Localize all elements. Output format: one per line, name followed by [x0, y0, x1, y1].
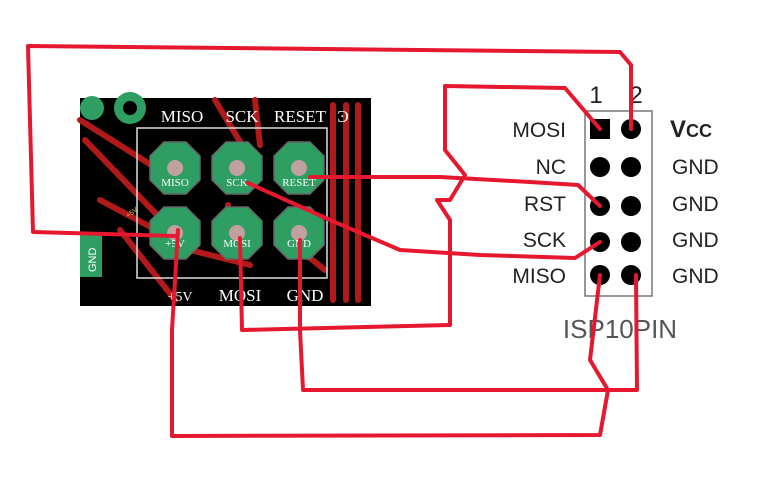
wires — [26, 44, 639, 438]
pcb-label-top-clipped: Ͽ — [337, 107, 348, 126]
pcb-label-top-reset: RESET — [274, 107, 327, 126]
pcb-copper-blob — [80, 96, 104, 120]
pcb-pad-label-mosi: MOSI — [223, 238, 251, 250]
pcb-copper-blob — [123, 101, 137, 115]
wire-mosi — [238, 84, 602, 332]
pcb-board: GND +5V MISO SCK RESET Ͽ MISO SCK RESET … — [77, 92, 371, 306]
pcb-trace — [252, 97, 263, 148]
pcb-header-outline — [136, 127, 328, 279]
pcb-side-gnd-pad — [80, 235, 102, 277]
isp-connector-name: ISP10PIN — [563, 314, 677, 344]
pcb-pad-hole — [229, 160, 245, 176]
isp-label-gnd-2: GND — [672, 193, 719, 216]
isp-label-mosi: MOSI — [512, 119, 566, 142]
pcb-label-top-sck: SCK — [225, 107, 259, 126]
wire-miso — [170, 228, 610, 438]
pcb-pad-label-miso: MISO — [161, 177, 189, 189]
isp-pin — [621, 196, 641, 216]
isp-label-vcc-main: V — [670, 116, 686, 143]
isp-pin — [621, 232, 641, 252]
wire-vcc — [26, 44, 633, 238]
isp-pin — [621, 157, 641, 177]
isp-label-sck: SCK — [523, 229, 566, 252]
pcb-trace — [82, 137, 163, 221]
isp-label-gnd-1: GND — [672, 156, 719, 179]
wire-reset — [308, 175, 602, 208]
pcb-pad-hole — [291, 160, 307, 176]
pcb-label-top-miso: MISO — [161, 107, 204, 126]
isp-label-vcc: VCC — [670, 116, 712, 143]
isp-label-rst: RST — [524, 193, 566, 216]
isp-label-gnd-4: GND — [672, 265, 719, 288]
isp-label-miso: MISO — [512, 265, 566, 288]
pin-number-1: 1 — [589, 82, 602, 109]
wire-gnd — [298, 238, 639, 392]
pcb-label-bottom-5v: +5V — [167, 290, 192, 305]
wire-sck — [246, 181, 602, 260]
isp-connector: 1 2 MOSI NC RST SCK MISO VCC GND GND GND… — [512, 82, 718, 344]
isp-label-vcc-sub: CC — [686, 121, 712, 141]
pcb-pad-label-5v: +5V — [165, 238, 185, 250]
pcb-trace — [117, 227, 178, 303]
pcb-label-bottom-gnd: GND — [287, 286, 324, 305]
isp-label-nc: NC — [536, 156, 566, 179]
pcb-side-gnd-label: GND — [87, 248, 99, 273]
pcb-pad-hole — [291, 225, 307, 241]
isp-pin — [590, 157, 610, 177]
pcb-pad-label-sck: SCK — [226, 177, 247, 189]
pcb-pad-label-reset: RESET — [282, 177, 316, 189]
isp-label-gnd-3: GND — [672, 229, 719, 252]
pcb-pads — [149, 141, 325, 260]
pcb-pad-hole — [167, 160, 183, 176]
